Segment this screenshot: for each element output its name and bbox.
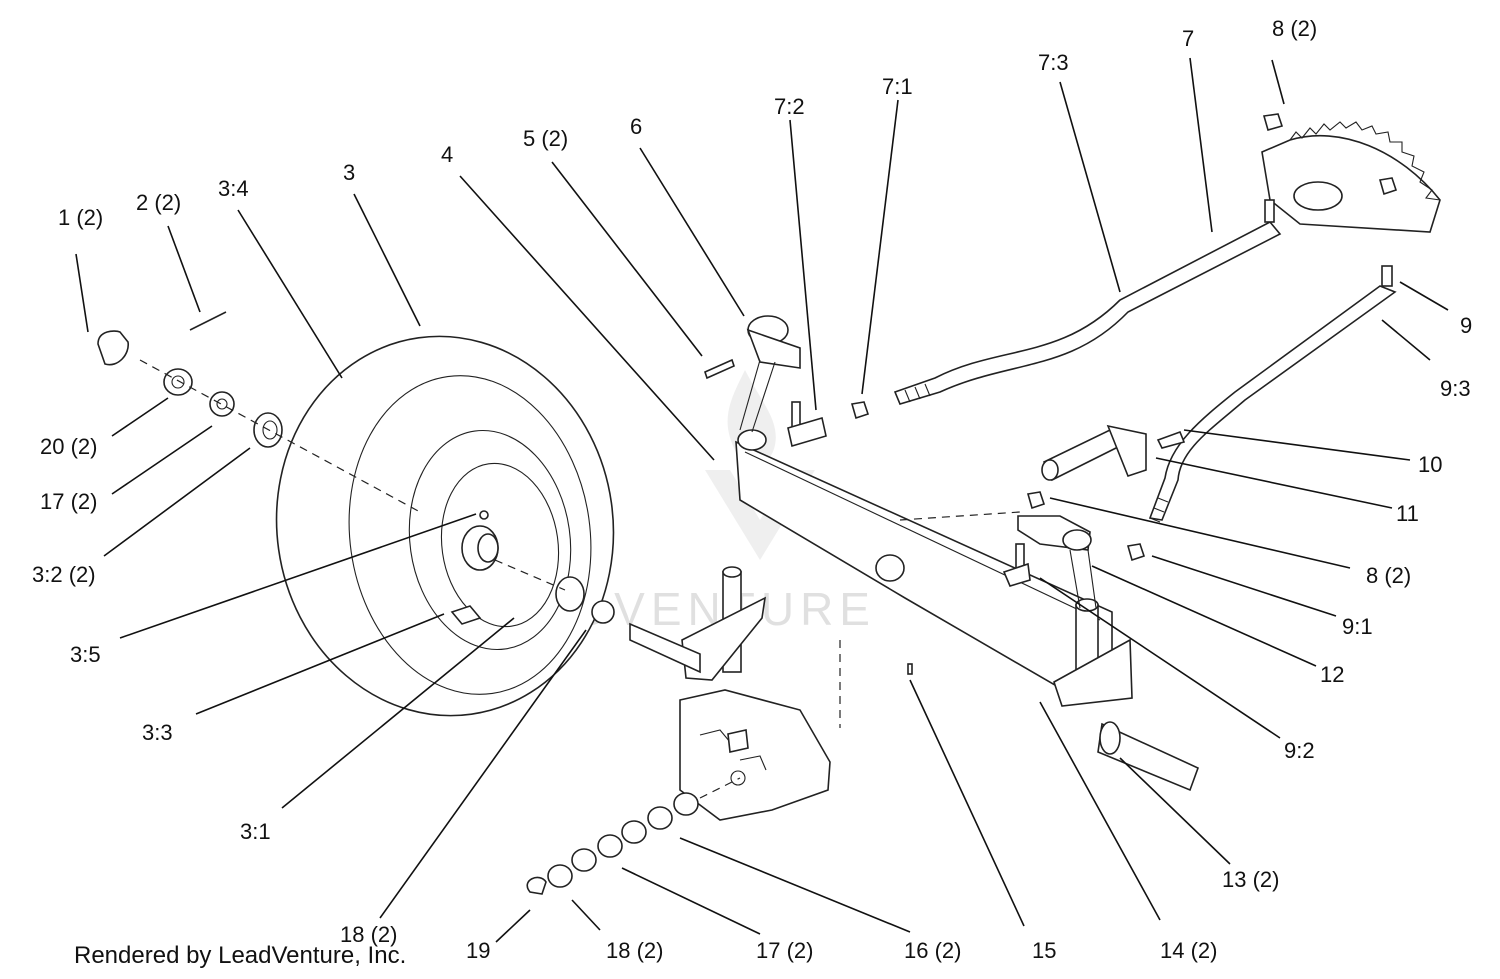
credit-text: Rendered by LeadVenture, Inc. [74,942,407,969]
cotter-pin [189,311,227,331]
hub-cap [97,330,129,366]
label-7-1: 7:1 [882,74,913,99]
ball-joint-9-2 [1002,543,1031,587]
label-9-3: 9:3 [1440,376,1471,401]
spindle-right [1053,598,1200,792]
washer-stack [526,777,741,895]
label-4: 4 [441,142,453,167]
label-9: 9 [1460,313,1472,338]
label-15: 15 [1032,938,1056,963]
grease-fitting-15 [907,663,913,675]
label-20: 20 (2) [40,434,97,459]
label-6: 6 [630,114,642,139]
label-3-4: 3:4 [218,176,249,201]
steering-arm-12 [1017,515,1097,609]
label-8-top: 8 (2) [1272,16,1317,41]
wheel-assembly [275,335,615,717]
washer-20 [163,368,193,396]
leader-lines [75,57,1449,943]
label-17-left: 17 (2) [40,489,97,514]
pivot-spacer-11 [1041,424,1147,482]
tie-rod-9 [1148,285,1397,523]
nut-7-1 [850,401,870,420]
label-7-2: 7:2 [774,94,805,119]
label-8-right: 8 (2) [1366,563,1411,588]
drag-link-7 [893,220,1282,405]
label-13: 13 (2) [1222,867,1279,892]
label-3: 3 [343,160,355,185]
axle-bracket [679,689,831,821]
washer-17-left [209,391,235,417]
label-19: 19 [466,938,490,963]
steering-arm-6 [739,315,801,433]
label-7-3: 7:3 [1038,50,1069,75]
nut-9-1 [1126,543,1146,562]
label-9-1: 9:1 [1342,614,1373,639]
bearing-18 [555,576,585,612]
label-7: 7 [1182,26,1194,51]
label-18-bottom: 18 (2) [606,938,663,963]
label-3-2: 3:2 (2) [32,562,96,587]
ball-joint-7-2 [787,401,827,448]
parts [97,113,1441,895]
label-3-1: 3:1 [240,819,271,844]
label-11: 11 [1396,501,1419,526]
bolt-10 [1156,430,1186,449]
label-1: 1 (2) [58,205,103,230]
label-14: 14 (2) [1160,938,1217,963]
label-9-2: 9:2 [1284,738,1315,763]
washer-17-axle [591,600,615,624]
callout-labels: 1 (2) 2 (2) 3:4 3 4 5 (2) 6 7:2 7:1 7:3 … [32,16,1472,963]
pin-5 [704,358,735,380]
spindle-left [629,566,767,681]
label-12: 12 [1320,662,1344,687]
label-10: 10 [1418,452,1442,477]
label-2: 2 (2) [136,190,181,215]
sector-gear [1261,113,1441,287]
label-3-5: 3:5 [70,642,101,667]
label-16: 16 (2) [904,938,961,963]
front-axle [735,429,1113,691]
label-18-left: 18 (2) [340,922,397,947]
label-3-3: 3:3 [142,720,173,745]
nut-8-right [1026,491,1046,510]
label-5: 5 (2) [523,126,568,151]
label-17-bottom: 17 (2) [756,938,813,963]
